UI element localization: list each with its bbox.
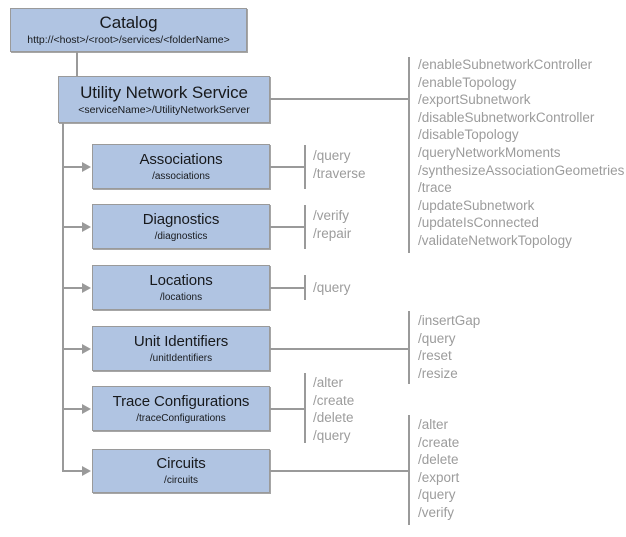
node-service-subtitle: <serviceName>/UtilityNetworkServer (78, 103, 250, 116)
node-locations-subtitle: /locations (159, 291, 203, 303)
connector-service-to-ops (270, 98, 409, 100)
node-associations-title: Associations (139, 150, 223, 168)
arrowhead-diagnostics (82, 222, 91, 232)
connector-service-trunk (62, 123, 64, 471)
connector-unit-identifiers-to-ops (270, 348, 409, 350)
arrowhead-associations (82, 162, 91, 172)
node-trace-configurations[interactable]: Trace Configurations /traceConfiguration… (92, 386, 270, 431)
op-item: /exportSubnetwork (418, 92, 531, 108)
op-item: /enableTopology (418, 74, 517, 90)
op-item: /trace (418, 180, 452, 196)
connector-to-diagnostics (62, 226, 83, 228)
op-item: /reset (418, 348, 452, 364)
node-circuits-subtitle: /circuits (164, 475, 198, 486)
op-item: /delete (313, 410, 354, 426)
op-item: /verify (313, 208, 350, 223)
node-diagnostics[interactable]: Diagnostics /diagnostics (92, 204, 270, 249)
op-item: /verify (418, 504, 455, 520)
opbar-circuits (408, 415, 410, 525)
node-utility-network-service[interactable]: Utility Network Service <serviceName>/Ut… (58, 76, 270, 123)
node-trace-configurations-subtitle: /traceConfigurations (136, 412, 226, 424)
op-item: /insertGap (418, 313, 481, 328)
node-catalog[interactable]: Catalog http://<host>/<root>/services/<f… (10, 8, 247, 52)
arrowhead-unit-identifiers (82, 344, 91, 354)
opbar-diagnostics (304, 205, 306, 249)
node-locations[interactable]: Locations /locations (92, 265, 270, 310)
node-locations-title: Locations (149, 271, 213, 289)
node-unit-identifiers[interactable]: Unit Identifiers /unitIdentifiers (92, 326, 270, 371)
node-service-title: Utility Network Service (80, 82, 248, 102)
connector-trace-configurations-to-ops (270, 408, 305, 410)
opbar-locations (304, 275, 306, 300)
ops-list-trace-configurations: /alter /create /delete /query (313, 374, 354, 444)
ops-list-unit-identifiers: /insertGap /query /reset /resize (418, 312, 480, 382)
op-item: /query (313, 427, 351, 443)
op-item: /repair (313, 225, 352, 241)
op-item: /query (313, 148, 351, 163)
node-associations-subtitle: /associations (152, 170, 210, 182)
op-item: /query (313, 280, 351, 295)
op-item: /traverse (313, 165, 366, 181)
op-item: /updateSubnetwork (418, 197, 535, 213)
connector-catalog-down (76, 52, 78, 98)
op-item: /disableTopology (418, 127, 519, 143)
node-diagnostics-subtitle: /diagnostics (154, 230, 208, 242)
op-item: /enableSubnetworkController (418, 57, 593, 72)
ops-list-service: /enableSubnetworkController /enableTopol… (418, 56, 624, 250)
ops-list-diagnostics: /verify /repair (313, 207, 351, 242)
connector-circuits-to-ops (270, 470, 409, 472)
node-circuits-title: Circuits (156, 455, 206, 472)
arrowhead-circuits (82, 466, 91, 476)
op-item: /alter (313, 375, 344, 390)
connector-to-associations (62, 166, 83, 168)
connector-to-trace-configurations (62, 408, 83, 410)
node-associations[interactable]: Associations /associations (92, 144, 270, 189)
connector-to-circuits (62, 470, 83, 472)
ops-list-associations: /query /traverse (313, 147, 366, 182)
arrowhead-locations (82, 283, 91, 293)
op-item: /export (418, 469, 460, 485)
arrowhead-trace-configurations (82, 404, 91, 414)
ops-list-locations: /query (313, 279, 351, 297)
node-diagnostics-title: Diagnostics (142, 210, 220, 228)
opbar-service (408, 57, 410, 253)
connector-diagnostics-to-ops (270, 226, 305, 228)
connector-associations-to-ops (270, 166, 305, 168)
node-unit-identifiers-title: Unit Identifiers (133, 332, 229, 350)
op-item: /create (418, 434, 460, 450)
op-item: /updateIsConnected (418, 215, 539, 231)
op-item: /query (418, 330, 456, 346)
op-item: /alter (418, 417, 449, 432)
node-unit-identifiers-subtitle: /unitIdentifiers (149, 352, 213, 364)
node-catalog-subtitle: http://<host>/<root>/services/<folderNam… (27, 34, 230, 46)
op-item: /resize (418, 365, 458, 381)
opbar-trace-configurations (304, 373, 306, 443)
op-item: /create (313, 392, 355, 408)
op-item: /query (418, 487, 456, 503)
opbar-associations (304, 145, 306, 189)
connector-locations-to-ops (270, 287, 305, 289)
opbar-unit-identifiers (408, 311, 410, 384)
node-catalog-title: Catalog (99, 13, 158, 32)
op-item: /validateNetworkTopology (418, 232, 572, 248)
node-circuits[interactable]: Circuits /circuits (92, 449, 270, 493)
connector-to-locations (62, 287, 83, 289)
op-item: /synthesizeAssociationGeometries (418, 162, 625, 178)
op-item: /disableSubnetworkController (418, 109, 595, 125)
connector-to-unit-identifiers (62, 348, 83, 350)
op-item: /queryNetworkMoments (418, 144, 561, 160)
node-trace-configurations-title: Trace Configurations (112, 392, 250, 410)
op-item: /delete (418, 452, 459, 468)
ops-list-circuits: /alter /create /delete /export /query /v… (418, 416, 459, 522)
